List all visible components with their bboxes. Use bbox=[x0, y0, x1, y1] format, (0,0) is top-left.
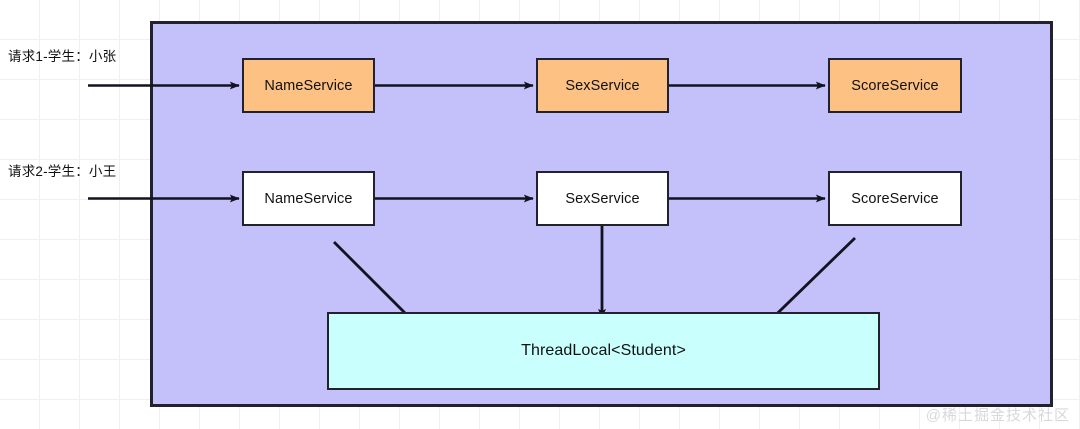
watermark: @稀土掘金技术社区 bbox=[925, 407, 1070, 424]
service-node-score-service-row1[interactable]: ScoreService bbox=[828, 58, 962, 113]
service-node-name-service-row2[interactable]: NameService bbox=[242, 171, 375, 226]
service-node-name-service-row1[interactable]: NameService bbox=[242, 58, 375, 113]
threadlocal-store-box[interactable]: ThreadLocal<Student> bbox=[327, 312, 880, 390]
service-node-sex-service-row1[interactable]: SexService bbox=[536, 58, 669, 113]
request-1-label: 请求1-学生：小张 bbox=[8, 49, 117, 64]
service-node-score-service-row2[interactable]: ScoreService bbox=[828, 171, 962, 226]
request-2-label: 请求2-学生：小王 bbox=[8, 164, 117, 179]
service-node-sex-service-row2[interactable]: SexService bbox=[536, 171, 669, 226]
